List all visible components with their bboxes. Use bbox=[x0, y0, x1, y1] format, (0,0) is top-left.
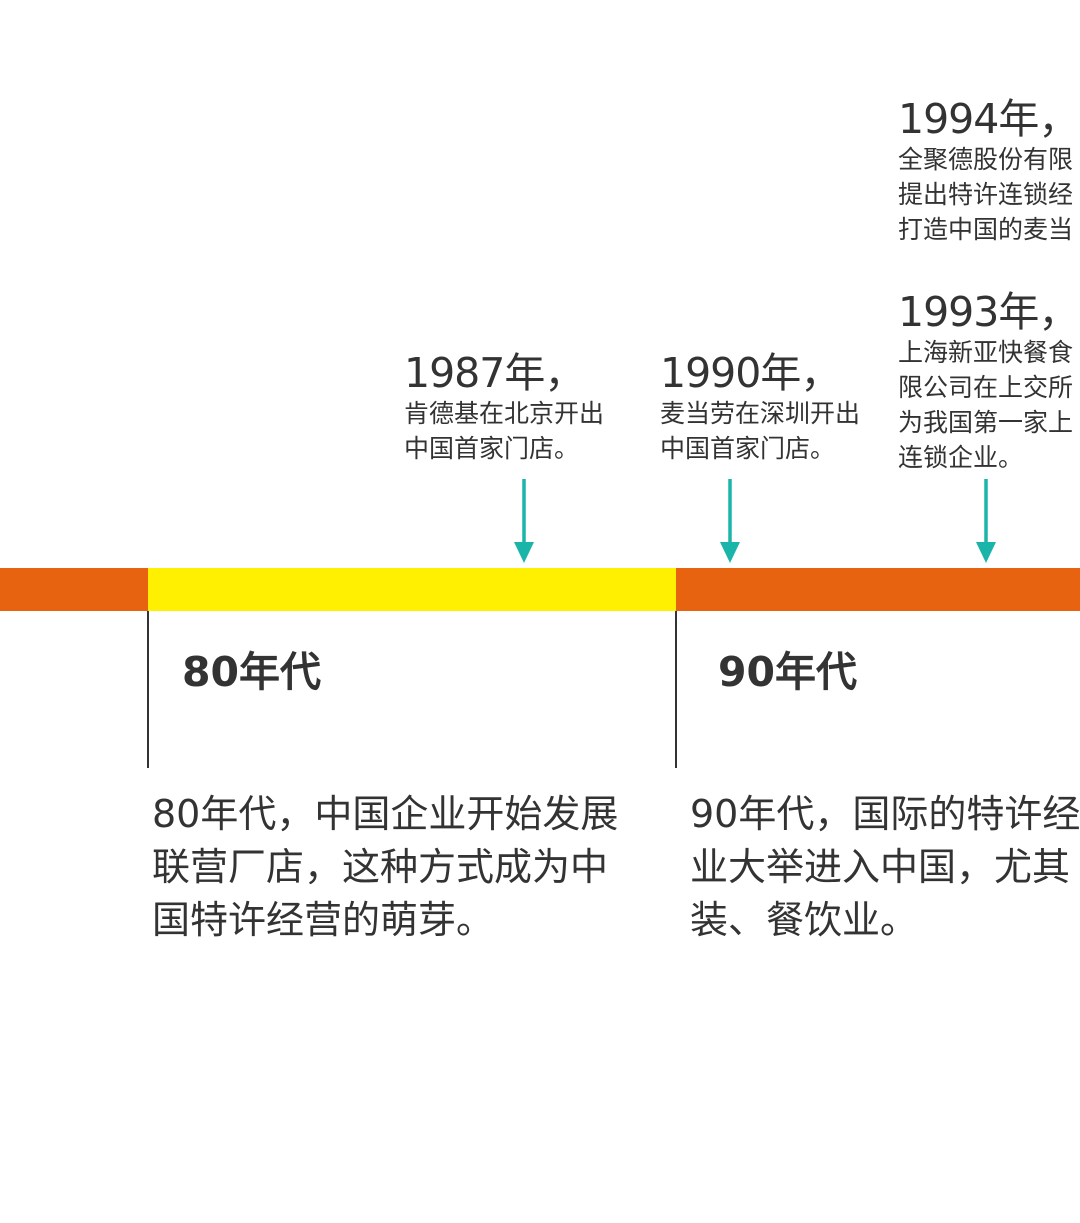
arrow-down-icon bbox=[514, 479, 534, 563]
event-desc-line: 全聚德股份有限 bbox=[898, 145, 1074, 174]
decade-divider bbox=[675, 611, 677, 768]
event-desc-line: 打造中国的麦当 bbox=[898, 215, 1074, 244]
decade-desc-line: 业大举进入中国，尤其 bbox=[690, 845, 1071, 889]
decade-desc-90s: 90年代，国际的特许经 业大举进入中国，尤其 装、餐饮业。 bbox=[690, 788, 1080, 947]
decade-desc-80s: 80年代，中国企业开始发展 联营厂店，这种方式成为中 国特许经营的萌芽。 bbox=[152, 788, 618, 947]
decade-label-80s: 80年代 bbox=[182, 648, 322, 696]
decade-desc-line: 90年代，国际的特许经 bbox=[690, 792, 1080, 836]
event-year: 1987年， bbox=[404, 349, 585, 397]
event-desc-line: 中国首家门店。 bbox=[660, 434, 836, 463]
event-desc-line: 连锁企业。 bbox=[898, 443, 1024, 472]
decade-desc-line: 80年代，中国企业开始发展 bbox=[152, 792, 619, 836]
event-desc-line: 上海新亚快餐食 bbox=[898, 338, 1074, 367]
decade-desc-line: 装、餐饮业。 bbox=[690, 898, 919, 942]
arrow-down-icon bbox=[976, 479, 996, 563]
event-1993: 1993年， 上海新亚快餐食 限公司在上交所 为我国第一家上 连锁企业。 bbox=[898, 288, 1079, 475]
event-1987: 1987年， 肯德基在北京开出 中国首家门店。 bbox=[404, 350, 604, 466]
event-desc-line: 肯德基在北京开出 bbox=[404, 399, 605, 428]
event-year: 1994年， bbox=[898, 95, 1079, 143]
decade-label-90s: 90年代 bbox=[718, 648, 858, 696]
decade-divider bbox=[147, 611, 149, 768]
event-1990: 1990年， 麦当劳在深圳开出 中国首家门店。 bbox=[660, 350, 860, 466]
event-desc-line: 为我国第一家上 bbox=[898, 408, 1074, 437]
timeline-bar-80s bbox=[148, 568, 676, 611]
arrow-down-icon bbox=[720, 479, 740, 563]
timeline-bar-pre80 bbox=[0, 568, 148, 611]
event-desc-line: 麦当劳在深圳开出 bbox=[660, 399, 861, 428]
decade-desc-line: 国特许经营的萌芽。 bbox=[152, 898, 495, 942]
event-desc-line: 限公司在上交所 bbox=[898, 373, 1074, 402]
event-desc-line: 提出特许连锁经 bbox=[898, 180, 1074, 209]
event-year: 1993年， bbox=[898, 288, 1079, 336]
event-year: 1990年， bbox=[660, 349, 841, 397]
timeline-bar-90s bbox=[676, 568, 1080, 611]
event-1994: 1994年， 全聚德股份有限 提出特许连锁经 打造中国的麦当 bbox=[898, 95, 1079, 247]
event-desc-line: 中国首家门店。 bbox=[404, 434, 580, 463]
decade-desc-line: 联营厂店，这种方式成为中 bbox=[152, 845, 609, 889]
